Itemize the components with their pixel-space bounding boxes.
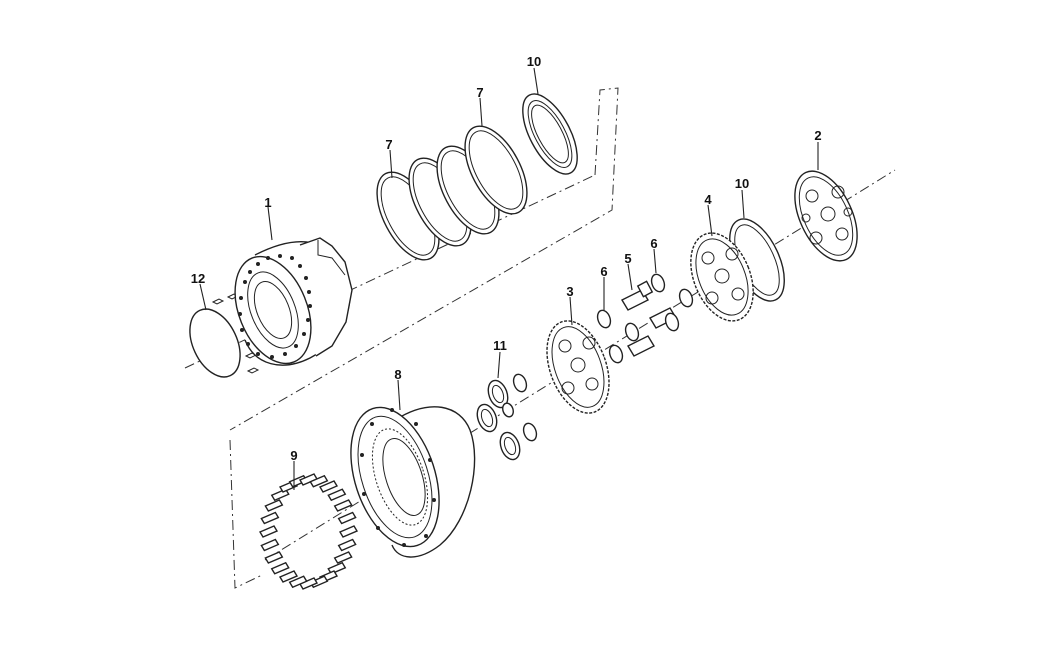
needle-roller bbox=[298, 577, 319, 590]
part-8-ring-gear-housing bbox=[350, 406, 476, 558]
needle-roller bbox=[337, 511, 357, 525]
label-part-10-right: 10 bbox=[735, 176, 749, 191]
housing-bolt-holes bbox=[360, 408, 436, 547]
label-part-6-left: 6 bbox=[600, 264, 607, 279]
part-6-needle-bearings bbox=[596, 273, 694, 364]
needle-roller bbox=[260, 511, 280, 525]
part-2-carrier-plate bbox=[794, 170, 858, 262]
needle-roller bbox=[270, 561, 290, 575]
part-10-bearing-top bbox=[522, 93, 578, 175]
label-part-2: 2 bbox=[814, 128, 821, 143]
label-part-9: 9 bbox=[290, 448, 297, 463]
needle-roller bbox=[264, 499, 284, 512]
needle-roller bbox=[338, 525, 359, 538]
needle-roller bbox=[288, 575, 308, 589]
needle-roller bbox=[264, 551, 284, 564]
part-9-rollers bbox=[258, 473, 359, 590]
label-part-12: 12 bbox=[191, 271, 205, 286]
needle-roller bbox=[278, 570, 299, 583]
needle-roller bbox=[333, 499, 353, 512]
label-part-5: 5 bbox=[624, 251, 631, 266]
part-4-gear-carrier bbox=[690, 232, 754, 322]
label-part-7-left: 7 bbox=[385, 137, 392, 152]
needle-roller bbox=[337, 538, 357, 552]
needle-roller bbox=[327, 488, 347, 502]
bolt-holes bbox=[238, 254, 312, 359]
leader-lines bbox=[199, 67, 819, 490]
label-part-4: 4 bbox=[704, 192, 712, 207]
part-12-gasket bbox=[189, 293, 260, 378]
part-11-bearings bbox=[476, 373, 538, 461]
part-1-housing bbox=[234, 237, 353, 366]
part-labels: 1 2 3 4 5 6 6 7 7 8 9 10 10 11 12 bbox=[191, 54, 822, 463]
needle-roller bbox=[318, 480, 339, 493]
part-7-rings bbox=[376, 125, 528, 261]
label-part-7-right: 7 bbox=[476, 85, 483, 100]
part-3-planet-gear bbox=[546, 320, 610, 414]
needle-roller bbox=[260, 538, 280, 552]
label-part-11: 11 bbox=[493, 338, 507, 353]
label-part-8: 8 bbox=[394, 367, 401, 382]
label-part-6-right: 6 bbox=[650, 236, 657, 251]
needle-roller bbox=[333, 551, 353, 564]
label-part-3: 3 bbox=[566, 284, 573, 299]
needle-roller bbox=[258, 525, 279, 538]
needle-roller bbox=[309, 474, 329, 488]
label-part-1: 1 bbox=[264, 195, 271, 210]
label-part-10-top: 10 bbox=[527, 54, 541, 69]
